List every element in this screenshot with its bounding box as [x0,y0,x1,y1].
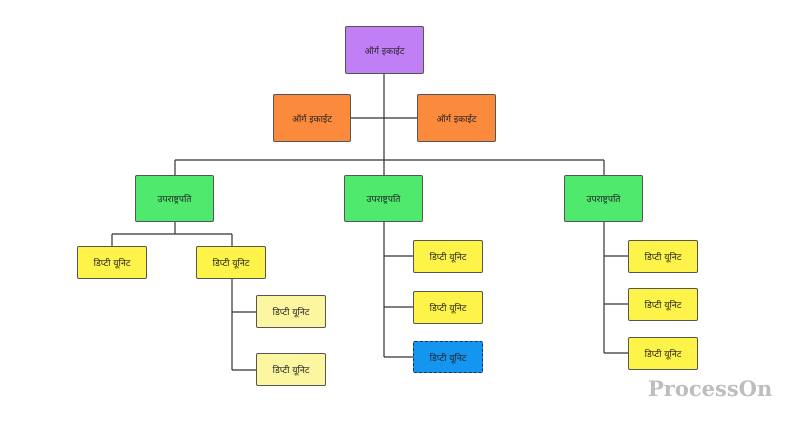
node-label: ऑर्ग इकाईट [292,114,332,125]
deputy-unit-node[interactable]: डिप्टी यूनिट [256,295,326,328]
deputy-unit-node[interactable]: डिप्टी यूनिट [628,288,698,321]
deputy-unit-node-selected[interactable]: डिप्टी यूनिट [413,341,483,373]
deputy-unit-node[interactable]: डिप्टी यूनिट [196,246,266,279]
root-org-unit-node[interactable]: ऑर्ग इकाईट [345,26,424,74]
node-label: डिप्टी यूनिट [429,253,467,263]
node-label: डिप्टी यूनिट [93,259,131,269]
deputy-unit-node[interactable]: डिप्टी यूनिट [413,240,483,273]
processon-watermark: ProcessOn [648,376,773,401]
vice-president-middle-node[interactable]: उपराष्ट्रपति [344,175,423,222]
node-label: उपराष्ट्रपति [366,195,401,205]
node-label: डिप्टी यूनिट [429,353,467,364]
node-label: डिप्टी यूनिट [272,366,310,376]
node-label: डिप्टी यूनिट [644,301,682,311]
deputy-unit-node[interactable]: डिप्टी यूनिट [413,291,483,324]
deputy-unit-node[interactable]: डिप्टी यूनिट [77,246,147,279]
deputy-unit-node[interactable]: डिप्टी यूनिट [256,353,326,386]
node-label: डिप्टी यूनिट [212,259,250,269]
node-label: उपराष्ट्रपति [157,195,192,205]
deputy-unit-node[interactable]: डिप्टी यूनिट [628,240,698,273]
deputy-unit-node[interactable]: डिप्टी यूनिट [628,337,698,370]
org-unit-right-node[interactable]: ऑर्ग इकाईट [417,94,496,142]
vice-president-left-node[interactable]: उपराष्ट्रपति [135,175,214,222]
vice-president-right-node[interactable]: उपराष्ट्रपति [564,175,643,222]
node-label: ऑर्ग इकाईट [436,114,477,125]
node-label: डिप्टी यूनिट [272,308,310,318]
node-label: उपराष्ट्रपति [586,195,621,205]
org-unit-left-node[interactable]: ऑर्ग इकाईट [273,94,351,142]
node-label: ऑर्ग इकाईट [364,46,405,57]
node-label: डिप्टी यूनिट [644,350,682,360]
node-label: डिप्टी यूनिट [644,253,682,263]
node-label: डिप्टी यूनिट [429,304,467,314]
